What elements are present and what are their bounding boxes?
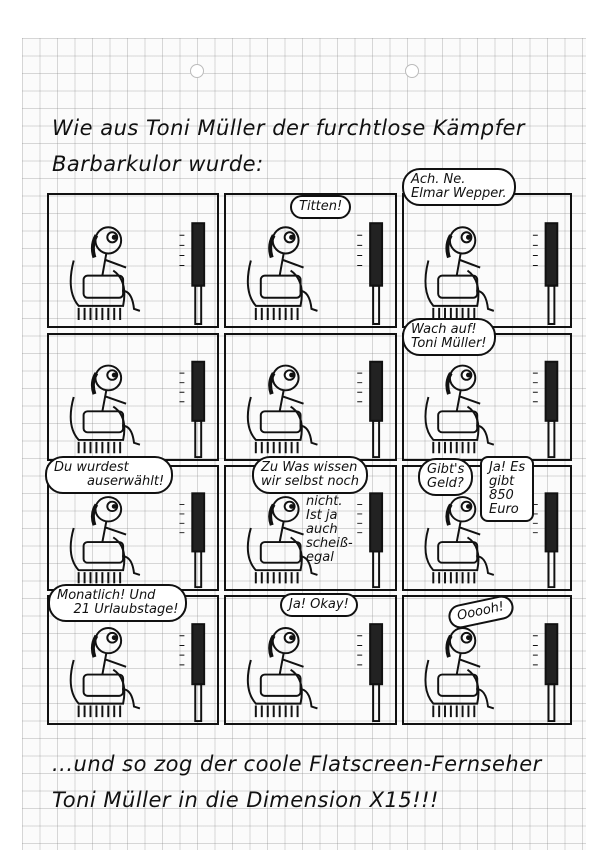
comic-title-line-2: Barbarkulor wurde:	[52, 152, 264, 176]
comic-panel-4	[47, 333, 219, 461]
speech-bubble: Gibt's Geld?	[418, 458, 474, 496]
armchair	[424, 527, 480, 572]
punch-hole	[405, 64, 419, 78]
speech-bubble: Monatlich! Und 21 Urlaubstage!	[48, 584, 188, 622]
speech-bubble: Titten!	[290, 195, 352, 219]
armchair	[246, 396, 303, 441]
tv-watcher-drawing	[246, 222, 384, 325]
tv-watcher-drawing	[424, 360, 559, 459]
armchair	[69, 260, 126, 307]
tv-watcher-drawing	[246, 492, 384, 589]
tv-watcher-drawing	[69, 492, 206, 589]
armchair	[424, 260, 480, 307]
speech-bubble: Du wurdest auserwählt!	[45, 456, 174, 494]
comic-panel-2	[224, 193, 397, 328]
speech-text: nicht. Ist ja auch scheiß- egal	[306, 494, 353, 565]
punch-hole	[190, 64, 204, 78]
caption-line-1: ...und so zog der coole Flatscreen-Ferns…	[52, 752, 542, 776]
armchair	[69, 527, 126, 572]
tv-watcher-drawing	[69, 222, 206, 325]
speech-bubble: Ja! Okay!	[280, 593, 358, 617]
comic-panel-1	[47, 193, 219, 328]
armchair	[246, 527, 303, 572]
comic-panel-8	[224, 465, 397, 591]
tv-watcher-drawing	[424, 623, 559, 723]
tv-watcher-drawing	[424, 492, 559, 589]
armchair	[246, 260, 303, 307]
comic-panel-9	[402, 465, 572, 591]
speech-bubble: Ja! Es gibt 850 Euro	[480, 456, 535, 522]
armchair	[246, 659, 303, 705]
speech-bubble: Wach auf! Toni Müller!	[402, 318, 496, 356]
comic-title-line-1: Wie aus Toni Müller der furchtlose Kämpf…	[52, 116, 526, 140]
comic-panel-10	[47, 595, 219, 725]
armchair	[424, 396, 480, 441]
tv-watcher-drawing	[69, 623, 206, 723]
speech-bubble: Ach. Ne. Elmar Wepper.	[402, 168, 516, 206]
tv-watcher-drawing	[246, 623, 384, 723]
armchair	[69, 659, 126, 705]
tv-watcher-drawing	[69, 360, 206, 459]
comic-panel-5	[224, 333, 397, 461]
comic-panel-12	[402, 595, 572, 725]
tv-watcher-drawing	[424, 222, 559, 325]
tv-watcher-drawing	[246, 360, 384, 459]
armchair	[69, 396, 126, 441]
comic-panel-11	[224, 595, 397, 725]
speech-bubble: Zu Was wissen wir selbst noch	[252, 456, 368, 494]
comic-panel-3	[402, 193, 572, 328]
armchair	[424, 659, 480, 705]
caption-line-2: Toni Müller in die Dimension X15!!!	[52, 788, 439, 812]
